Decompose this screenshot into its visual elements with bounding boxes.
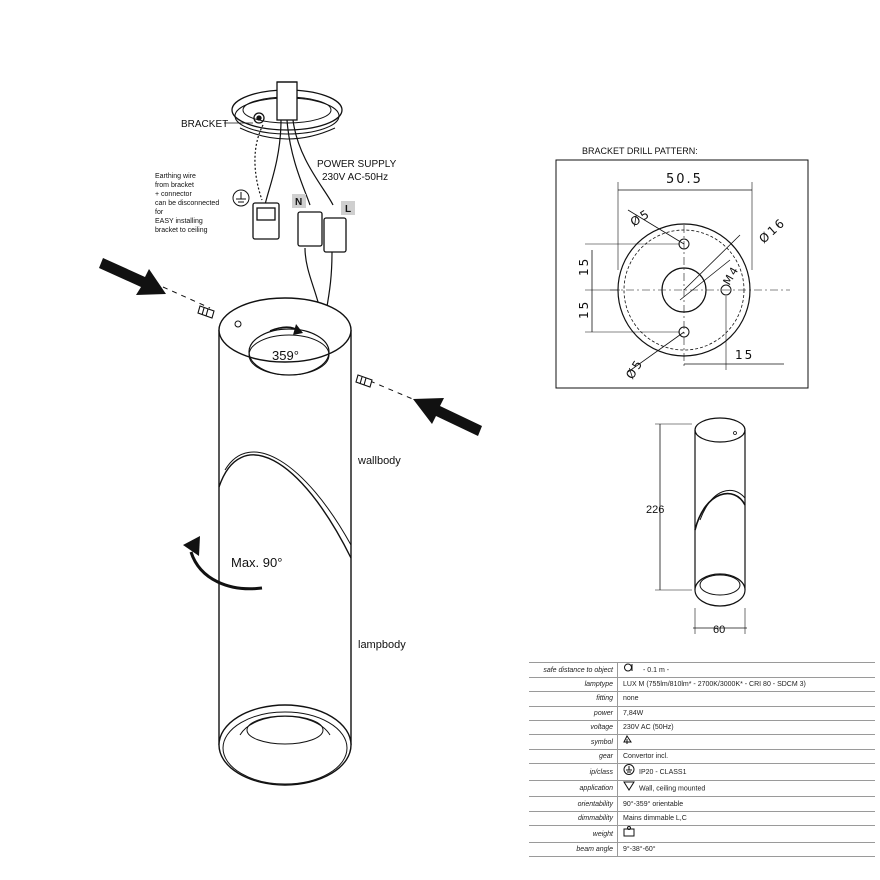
arrow-left-icon bbox=[99, 258, 166, 295]
spec-row: weight bbox=[529, 825, 875, 844]
spec-value: 90°-359° orientable bbox=[623, 800, 684, 808]
spec-value: 9°-38°-60° bbox=[623, 846, 656, 854]
lamp-cylinder bbox=[218, 297, 352, 786]
bracket bbox=[231, 81, 343, 140]
spec-value-cell: 9°-38°-60° bbox=[617, 842, 875, 858]
spec-row: gear Convertor incl. bbox=[529, 749, 875, 765]
spec-row: fitting none bbox=[529, 691, 875, 707]
drill-pattern-title: BRACKET DRILL PATTERN: bbox=[582, 146, 698, 156]
spec-key: lamptype bbox=[529, 677, 618, 693]
spec-key: power bbox=[529, 706, 618, 721]
spec-value-cell: Mains dimmable L,C bbox=[617, 811, 875, 827]
connectors bbox=[252, 202, 347, 253]
profile-view bbox=[655, 417, 747, 634]
spec-value: IP20 - CLASS1 bbox=[639, 769, 687, 777]
rotation-label: 359° bbox=[272, 348, 299, 363]
arrow-right-icon bbox=[413, 398, 482, 436]
spec-value-cell bbox=[617, 734, 875, 751]
tilt-label: Max. 90° bbox=[231, 555, 282, 570]
spec-value: 230V AC (50Hz) bbox=[623, 724, 674, 732]
neutral-tag bbox=[292, 194, 306, 208]
earthing-note-line: EASY installing bbox=[155, 218, 203, 225]
main-exploded-view bbox=[99, 81, 482, 786]
power-supply-voltage: 230V AC-50Hz bbox=[322, 172, 388, 183]
spec-key: gear bbox=[529, 749, 618, 765]
profile-height-dim: 226 bbox=[646, 504, 664, 516]
earthing-note-line: from bracket bbox=[155, 182, 194, 189]
earth-class-icon bbox=[623, 764, 635, 780]
drill-left-top-dim: 15 bbox=[577, 257, 591, 276]
spec-row: symbol bbox=[529, 734, 875, 751]
earth-symbol-icon bbox=[232, 189, 250, 207]
drill-left-bottom-dim: 15 bbox=[577, 300, 591, 319]
tilt-arrow-icon bbox=[183, 536, 263, 591]
spec-value: - 0.1 m - bbox=[643, 666, 670, 674]
spec-key: voltage bbox=[529, 720, 618, 736]
spec-key: orientability bbox=[529, 796, 618, 812]
screw-right bbox=[355, 374, 373, 388]
spec-value: Wall, ceiling mounted bbox=[639, 785, 706, 793]
spec-key: weight bbox=[529, 825, 618, 844]
drill-outer-dim: Ø16 bbox=[756, 215, 788, 246]
spec-table: safe distance to object - 0.1 m - lamptype… bbox=[529, 662, 875, 858]
spec-value-cell: none bbox=[617, 691, 875, 707]
lamp-distance-icon bbox=[623, 663, 639, 677]
spec-key: beam angle bbox=[529, 842, 618, 858]
earthing-note-line: + connector bbox=[155, 191, 192, 198]
lampbody-label: lampbody bbox=[358, 639, 406, 651]
earthing-note-line: can be disconnected bbox=[155, 200, 219, 207]
spec-key: application bbox=[529, 780, 618, 798]
spec-value-cell: IP20 - CLASS1 bbox=[617, 763, 875, 782]
earthing-note-line: bracket to ceiling bbox=[155, 227, 208, 234]
screw-left bbox=[197, 305, 215, 319]
wallbody-label: wallbody bbox=[357, 455, 401, 467]
spec-row: lamptype LUX M (755lm/810lm* - 2700K/3000… bbox=[529, 677, 875, 693]
spec-key: fitting bbox=[529, 691, 618, 707]
power-supply-label: POWER SUPPLY bbox=[317, 159, 397, 170]
spec-value-cell: 230V AC (50Hz) bbox=[617, 720, 875, 736]
spec-row: power 7,84W bbox=[529, 706, 875, 721]
spec-value-cell: Convertor incl. bbox=[617, 749, 875, 765]
drill-hole-top-dim: Ø5 bbox=[628, 206, 653, 229]
drill-width-dim: 50.5 bbox=[666, 172, 703, 187]
spec-value-cell: LUX M (755lm/810lm* - 2700K/3000K* - CRI… bbox=[617, 677, 875, 693]
live-tag bbox=[341, 201, 355, 215]
weight-icon bbox=[623, 826, 635, 842]
spec-row: ip/class IP20 - CLASS1 bbox=[529, 763, 875, 782]
spec-row: dimmability Mains dimmable L,C bbox=[529, 811, 875, 827]
spec-value: 7,84W bbox=[623, 709, 644, 717]
earthing-note-line: for bbox=[155, 209, 164, 216]
spec-value: Mains dimmable L,C bbox=[623, 814, 687, 822]
earthing-note-line: Earthing wire bbox=[155, 173, 196, 180]
drill-bottom-right-dim: 15 bbox=[735, 348, 754, 362]
spec-value-cell: 90°-359° orientable bbox=[617, 796, 875, 812]
earthing-note: Earthing wire from bracket + connector c… bbox=[155, 173, 219, 234]
spec-value-cell: Wall, ceiling mounted bbox=[617, 780, 875, 798]
drill-thread-dim: M4 bbox=[721, 263, 743, 287]
spec-key: dimmability bbox=[529, 811, 618, 827]
spec-value-cell: 7,84W bbox=[617, 706, 875, 721]
spec-value: none bbox=[623, 695, 639, 703]
spec-value-cell bbox=[617, 825, 875, 844]
spec-row: beam angle 9°-38°-60° bbox=[529, 842, 875, 858]
neutral-label: N bbox=[295, 197, 302, 208]
spec-key: ip/class bbox=[529, 763, 618, 782]
spec-value: LUX M (755lm/810lm* - 2700K/3000K* - CRI… bbox=[623, 681, 806, 689]
symbol-icon bbox=[623, 735, 632, 749]
spec-row: safe distance to object - 0.1 m - bbox=[529, 662, 875, 678]
live-label: L bbox=[345, 204, 351, 215]
spec-value: Convertor incl. bbox=[623, 753, 669, 761]
spec-value-cell: - 0.1 m - bbox=[617, 662, 875, 678]
spec-row: application Wall, ceiling mounted bbox=[529, 780, 875, 798]
bracket-label: BRACKET bbox=[181, 119, 228, 130]
triangle-icon bbox=[623, 781, 635, 796]
spec-key: safe distance to object bbox=[529, 662, 618, 678]
drill-hole-bottom-dim: Ø5 bbox=[623, 356, 646, 381]
profile-width-dim: 60 bbox=[713, 624, 725, 636]
drill-pattern bbox=[555, 159, 809, 389]
spec-row: orientability 90°-359° orientable bbox=[529, 796, 875, 812]
spec-row: voltage 230V AC (50Hz) bbox=[529, 720, 875, 736]
spec-key: symbol bbox=[529, 734, 618, 751]
